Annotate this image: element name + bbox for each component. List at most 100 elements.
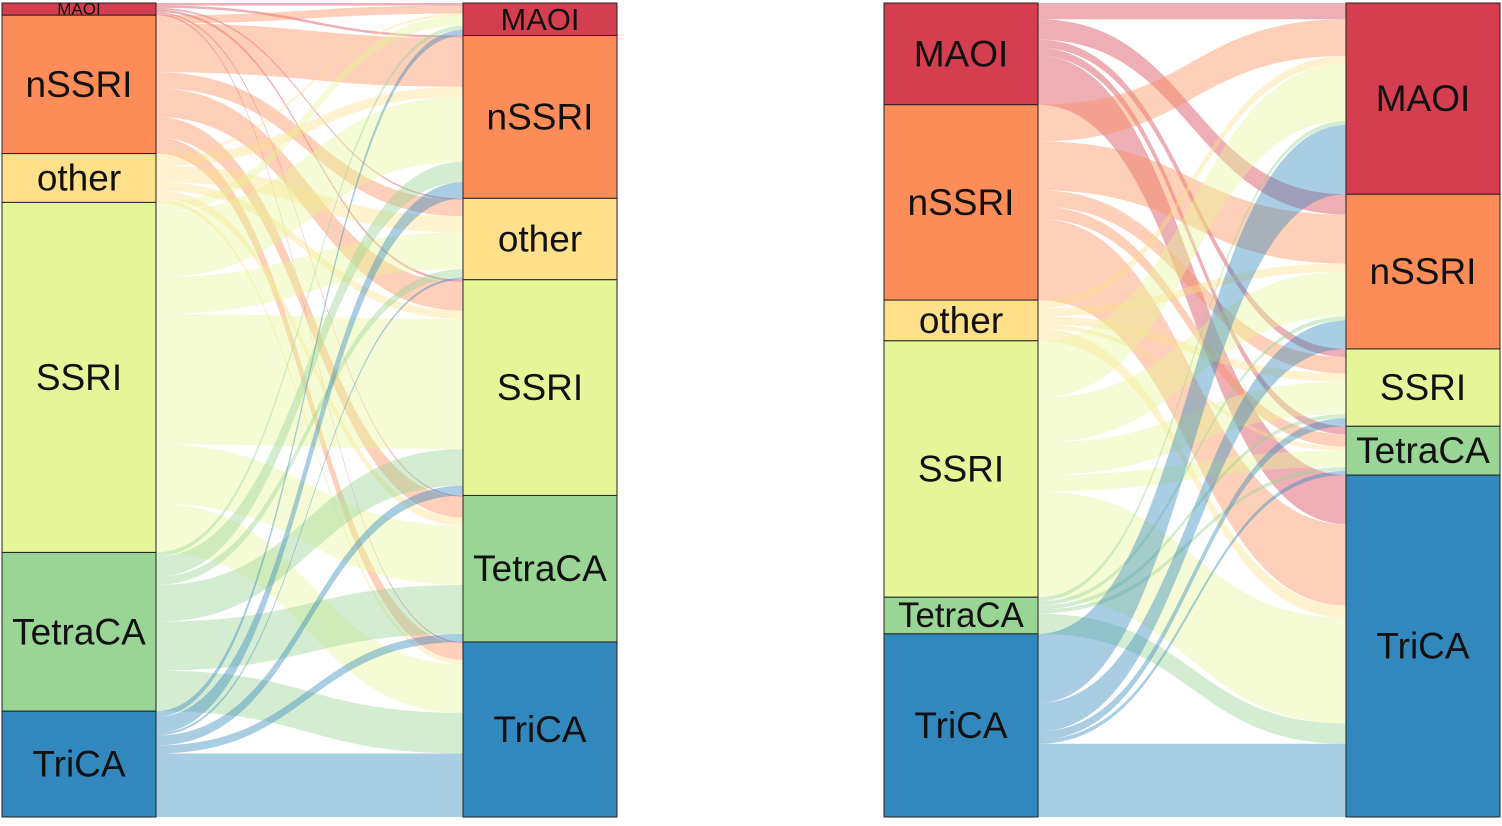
flow-other-to-other xyxy=(156,165,463,233)
right-node-label-nssri: nSSRI xyxy=(487,96,594,137)
flow-other-to-tetraca xyxy=(156,190,463,526)
right-node-nssri xyxy=(462,35,618,199)
flow-trica-to-ssri xyxy=(156,485,463,746)
flow-ssri-to-nssri xyxy=(1038,271,1346,443)
flow-nssri-to-ssri xyxy=(1038,190,1346,374)
flow-maoi-to-trica xyxy=(156,13,463,644)
right-node-ssri xyxy=(1345,348,1501,427)
flow-ssri-to-ssri xyxy=(1038,381,1346,476)
flow-tetraca-to-other xyxy=(156,269,463,586)
flow-nssri-to-maoi xyxy=(1038,19,1346,142)
left-node-tetraca xyxy=(1,551,157,712)
flow-ssri-to-maoi xyxy=(156,16,463,213)
flow-trica-to-tetraca xyxy=(156,633,463,754)
flow-maoi-to-ssri xyxy=(1038,39,1346,358)
right-node-label-tetraca: TetraCA xyxy=(473,548,607,589)
left-node-label-maoi: MAOI xyxy=(914,33,1009,74)
flow-maoi-to-ssri xyxy=(156,9,463,283)
left-node-label-other: other xyxy=(919,300,1003,341)
right-node-label-trica: TriCA xyxy=(1376,626,1469,667)
left-node-label-ssri: SSRI xyxy=(36,357,122,398)
sankey-panel-1: MAOInSSRIotherSSRITetraCATriCAMAOInSSRIo… xyxy=(1,0,618,818)
left-node-other xyxy=(1,153,157,203)
left-node-label-maoi: MAOI xyxy=(57,0,100,19)
flow-tetraca-to-maoi xyxy=(156,25,463,557)
flow-trica-to-trica xyxy=(156,753,463,817)
flow-nssri-to-tetraca xyxy=(1038,206,1346,447)
right-node-tetraca xyxy=(1345,425,1501,476)
left-node-ssri xyxy=(883,340,1039,598)
node-layer: MAOInSSRIotherSSRITetraCATriCAMAOInSSRIS… xyxy=(883,2,1501,818)
flow-other-to-trica xyxy=(1038,328,1346,618)
right-node-maoi xyxy=(462,2,618,37)
left-node-trica xyxy=(883,633,1039,818)
flow-maoi-to-nssri xyxy=(1038,19,1346,215)
flow-nssri-to-tetraca xyxy=(156,116,463,518)
flow-ssri-to-ssri xyxy=(156,313,463,450)
left-node-tetraca xyxy=(883,596,1039,635)
flow-maoi-to-maoi xyxy=(1038,3,1346,20)
flow-ssri-to-other xyxy=(156,232,463,314)
left-node-label-trica: TriCA xyxy=(914,705,1007,746)
flow-tetraca-to-nssri xyxy=(1038,316,1346,606)
flow-other-to-nssri xyxy=(156,86,463,166)
flow-ssri-to-tetraca xyxy=(1038,450,1346,492)
left-node-trica xyxy=(1,710,157,818)
flow-ssri-to-nssri xyxy=(156,96,463,278)
left-node-maoi xyxy=(883,2,1039,106)
flow-nssri-to-other xyxy=(156,72,463,217)
sankey-panel-2: MAOInSSRIotherSSRITetraCATriCAMAOInSSRIS… xyxy=(883,2,1501,818)
flow-maoi-to-nssri xyxy=(156,5,463,39)
flow-tetraca-to-tetraca xyxy=(1038,466,1346,614)
flow-ssri-to-trica xyxy=(1038,491,1346,724)
flow-trica-to-tetraca xyxy=(1038,471,1346,744)
right-node-label-ssri: SSRI xyxy=(497,367,583,408)
flow-nssri-to-maoi xyxy=(156,5,463,24)
flow-trica-to-other xyxy=(156,277,463,736)
left-node-label-ssri: SSRI xyxy=(918,449,1004,490)
left-node-label-nssri: nSSRI xyxy=(26,64,133,105)
right-node-label-tetraca: TetraCA xyxy=(1356,430,1490,471)
left-node-other xyxy=(883,299,1039,342)
flow-other-to-trica xyxy=(156,198,463,664)
right-node-label-trica: TriCA xyxy=(493,709,586,750)
flow-tetraca-to-ssri xyxy=(156,449,463,622)
flow-maoi-to-tetraca xyxy=(1038,47,1346,435)
flow-other-to-ssri xyxy=(1038,316,1346,382)
right-node-other xyxy=(462,197,618,281)
flow-trica-to-nssri xyxy=(156,182,463,734)
flow-maoi-to-tetraca xyxy=(156,11,463,498)
right-node-label-nssri: nSSRI xyxy=(1370,251,1477,292)
flow-tetraca-to-tetraca xyxy=(156,585,463,671)
flow-trica-to-maoi xyxy=(156,29,463,717)
flow-layer xyxy=(156,3,463,817)
flow-maoi-to-maoi xyxy=(156,3,463,6)
flow-nssri-to-trica xyxy=(156,137,463,660)
flow-other-to-maoi xyxy=(1038,55,1346,309)
right-node-ssri xyxy=(462,279,618,496)
right-node-maoi xyxy=(1345,2,1501,195)
left-node-label-tetraca: TetraCA xyxy=(12,611,146,652)
flow-tetraca-to-trica xyxy=(1038,613,1346,744)
right-node-label-ssri: SSRI xyxy=(1380,367,1466,408)
flow-tetraca-to-nssri xyxy=(156,161,463,577)
flow-nssri-to-nssri xyxy=(156,23,463,87)
flow-trica-to-trica xyxy=(1038,743,1346,817)
flow-trica-to-ssri xyxy=(1038,418,1346,740)
left-node-label-trica: TriCA xyxy=(32,744,125,785)
flow-other-to-tetraca xyxy=(1038,324,1346,451)
left-node-ssri xyxy=(1,201,157,553)
flow-other-to-maoi xyxy=(156,13,463,157)
flow-maoi-to-trica xyxy=(1038,55,1346,524)
flow-ssri-to-trica xyxy=(156,503,463,713)
right-node-trica xyxy=(1345,474,1501,818)
left-node-label-tetraca: TetraCA xyxy=(898,596,1024,635)
flow-tetraca-to-maoi xyxy=(1038,121,1346,602)
right-node-label-maoi: MAOI xyxy=(1376,78,1471,119)
flow-nssri-to-ssri xyxy=(156,88,463,311)
flow-nssri-to-trica xyxy=(1038,218,1346,606)
flow-trica-to-nssri xyxy=(1038,320,1346,732)
flow-trica-to-maoi xyxy=(1038,125,1346,704)
